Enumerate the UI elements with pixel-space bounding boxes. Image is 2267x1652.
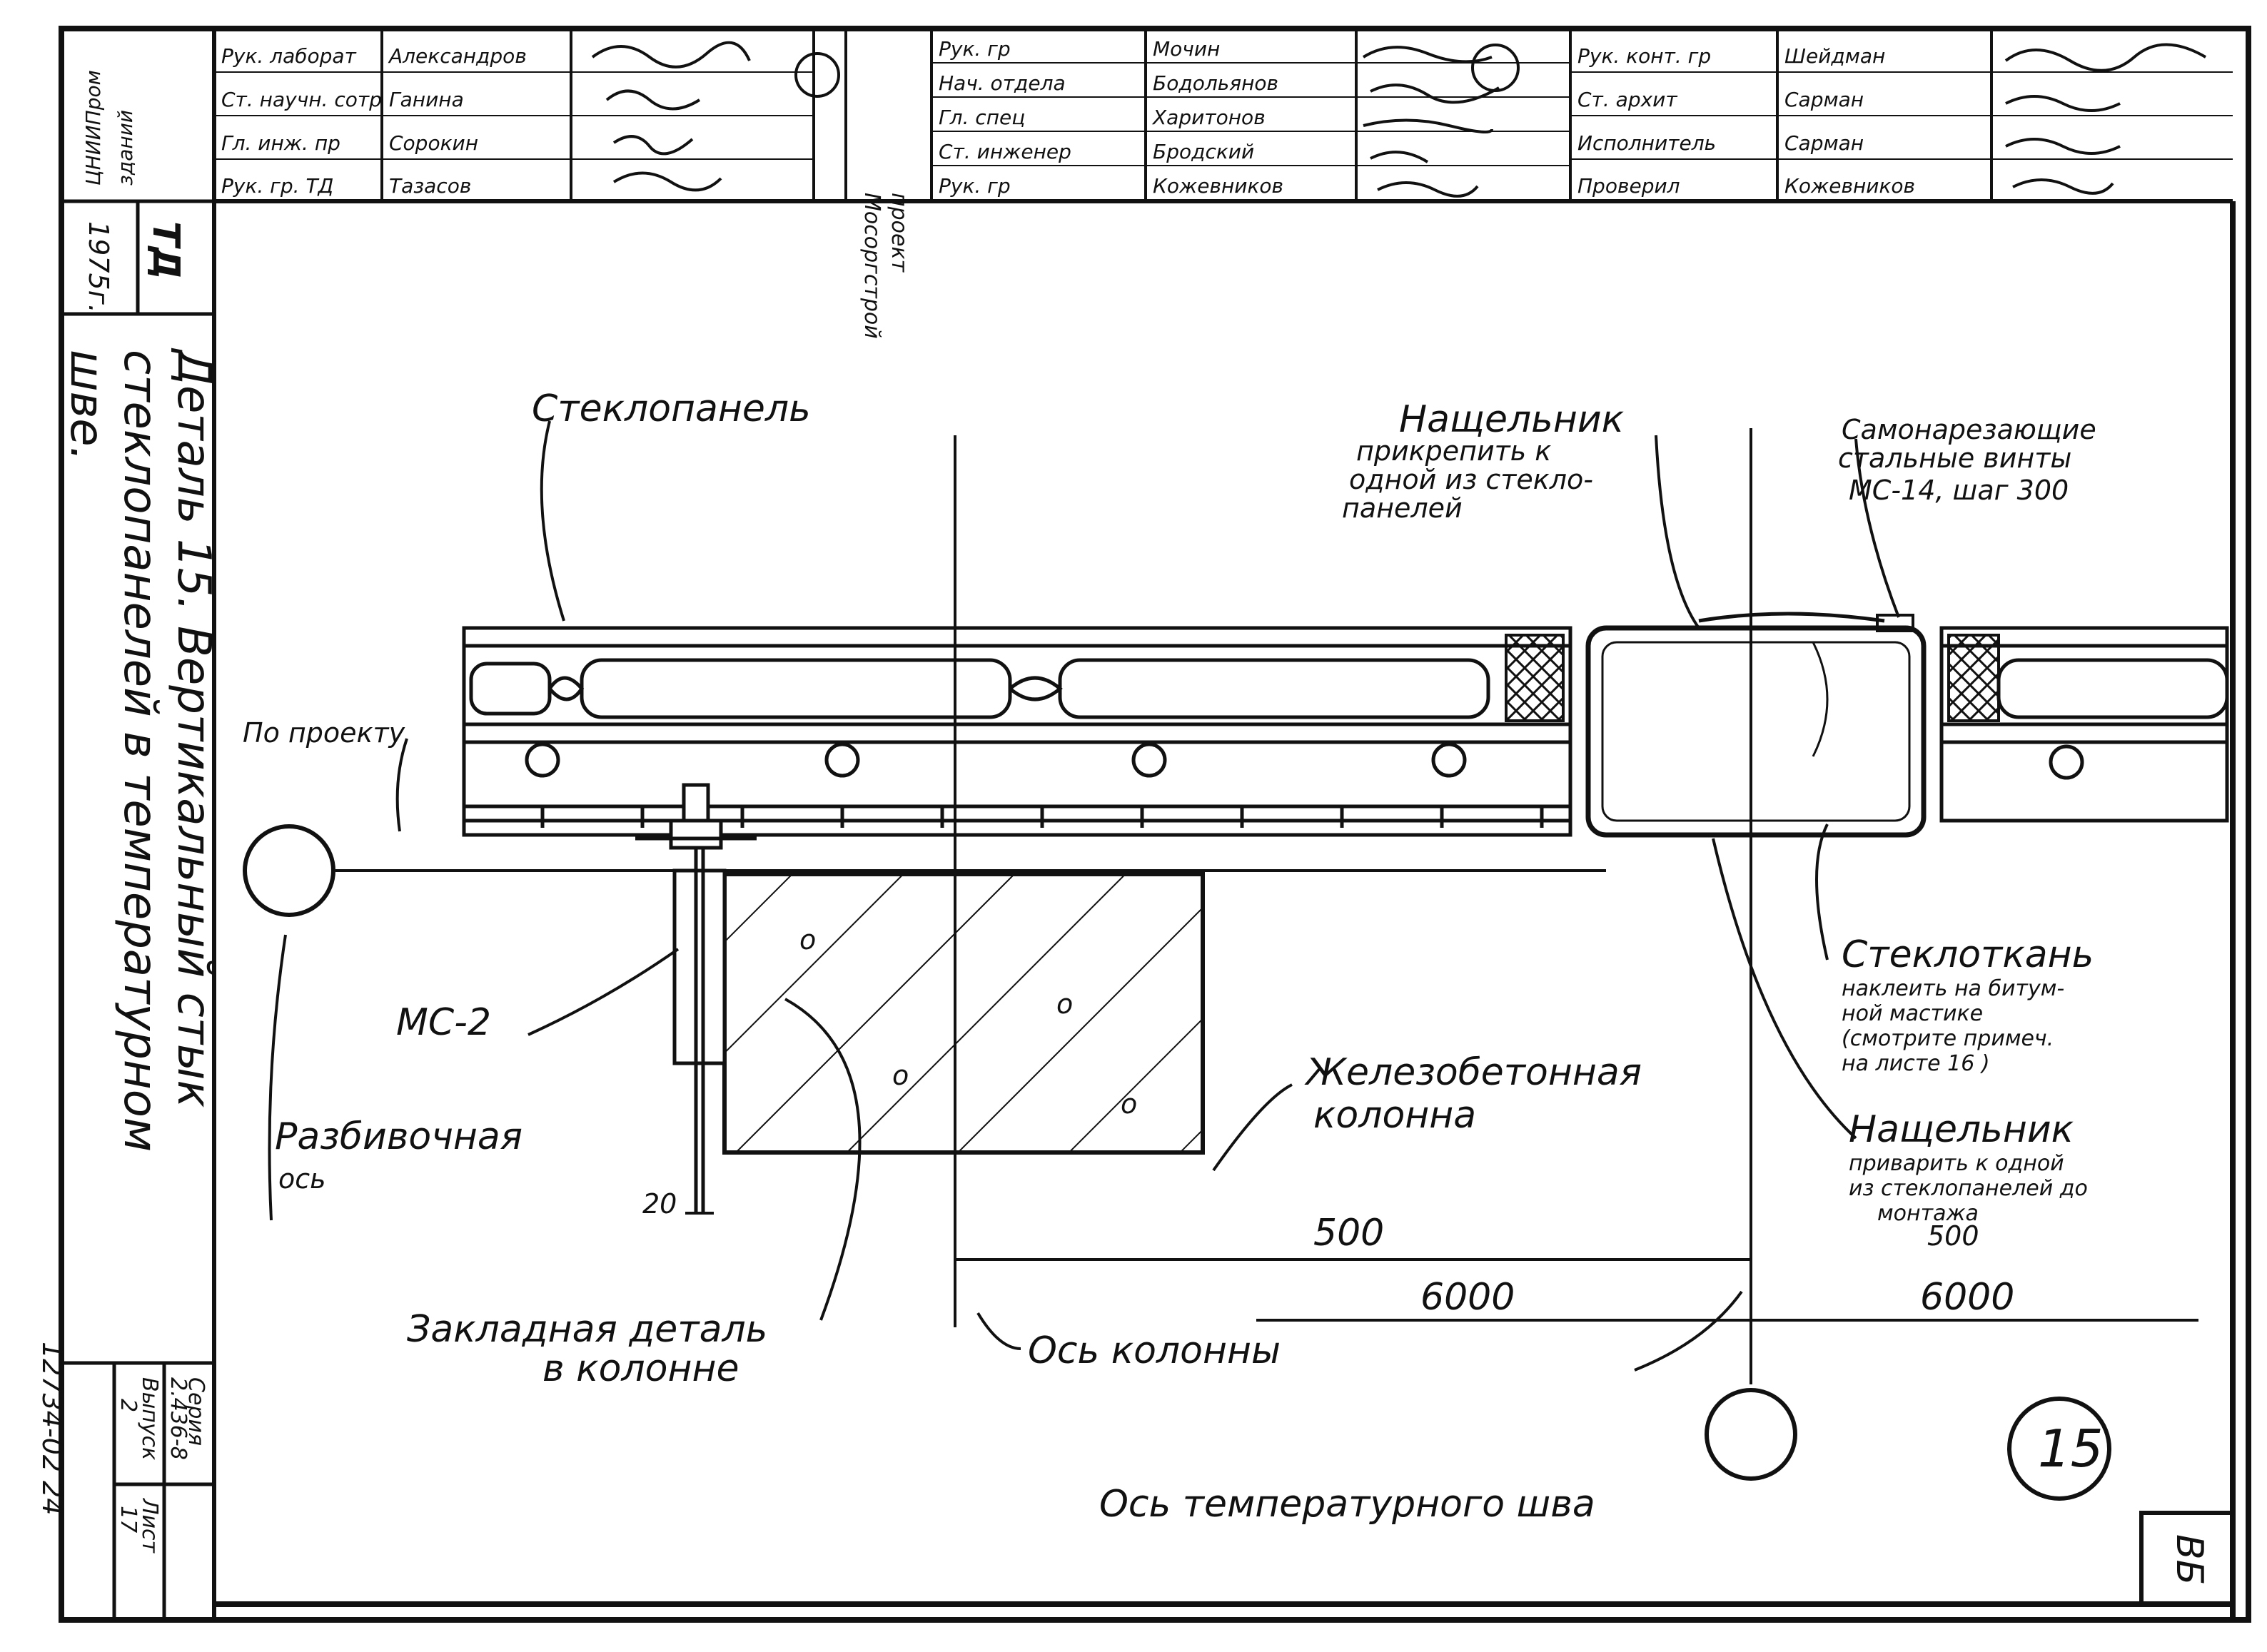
label-embedded-2: в колонне xyxy=(542,1347,739,1390)
tb-org-left-2: зданий xyxy=(113,110,137,186)
signatures xyxy=(591,41,2207,198)
tb-right-name-4: Кожевников xyxy=(1784,174,1915,198)
detail-number: 15 xyxy=(2007,1397,2111,1501)
label-batten-bottom-note-2: из стеклопанелей до xyxy=(1849,1176,2088,1201)
tb-mid-name-2: Бодольянов xyxy=(1153,71,1278,95)
side-series-label: Серия xyxy=(183,1377,208,1446)
label-column-axis: Ось колонны xyxy=(1028,1329,1281,1372)
tb-right-name-3: Сарман xyxy=(1784,131,1864,155)
sealant-blocks xyxy=(1505,634,2000,722)
detail-number-text: 15 xyxy=(2038,1419,2104,1479)
label-batten-top-note-2: одной из стекло- xyxy=(1349,464,1593,495)
label-ms2: МС-2 xyxy=(396,1001,491,1044)
tb-org-left-1: ЦНИИПром xyxy=(81,70,105,186)
tb-mid-name-5: Кожевников xyxy=(1153,174,1283,198)
label-temp-joint-axis: Ось температурного шва xyxy=(1099,1483,1595,1526)
dim-500-b: 500 xyxy=(1927,1220,1979,1252)
tb-left-name-3: Сорокин xyxy=(389,131,478,155)
label-embedded-1: Закладная деталь xyxy=(407,1308,767,1351)
aggregate-mark: о xyxy=(1056,988,1073,1020)
tb-left-role-3: Гл. инж. пр xyxy=(221,131,340,155)
batten-profile xyxy=(1585,612,1927,838)
tb-right-name-2: Сарман xyxy=(1784,88,1864,111)
side-title-line-2: стеклопанелей в температурном xyxy=(113,350,166,1152)
tb-mid-name-4: Бродский xyxy=(1153,140,1254,163)
label-fiberglass-note-1: наклеить на битум- xyxy=(1842,976,2064,1001)
side-year: 1975г. xyxy=(83,221,114,313)
side-title-line-1: Деталь 15. Вертикальный стык xyxy=(167,348,220,1108)
tb-org-mid-1: Мосоргстрой xyxy=(859,193,884,339)
side-block xyxy=(61,199,214,1622)
side-td: ТД xyxy=(144,221,187,280)
tb-org-mid-2: проект xyxy=(887,193,912,273)
label-fiberglass: Стеклоткань xyxy=(1842,933,2094,976)
title-block-text: Рук. лаборат Ст. научн. сотр Гл. инж. пр… xyxy=(81,37,1915,339)
side-block-text: 1975г. ТД Деталь 15. Вертикальный стык с… xyxy=(36,221,220,1554)
label-batten-bottom: Нащельник xyxy=(1849,1108,2074,1151)
corner-stamp: ВБ xyxy=(2139,1511,2235,1606)
side-sheet-label: Лист xyxy=(137,1498,162,1554)
label-column-2: колонна xyxy=(1313,1094,1476,1137)
label-glass-panel: Стеклопанель xyxy=(532,387,811,430)
label-batten-top: Нащельник xyxy=(1399,398,1625,441)
tb-mid-role-1: Рук. гр xyxy=(939,37,1011,61)
tb-left-role-2: Ст. научн. сотр xyxy=(221,88,382,111)
tb-left-role-4: Рук. гр. ТД xyxy=(221,174,333,198)
label-layout-axis-2: ось xyxy=(278,1163,326,1195)
tb-right-role-1: Рук. конт. гр xyxy=(1577,44,1711,68)
side-issue: 2 xyxy=(116,1399,141,1412)
tb-mid-role-4: Ст. инженер xyxy=(939,140,1071,163)
label-fiberglass-note-3: (смотрите примеч. xyxy=(1842,1026,2054,1051)
aggregate-mark: о xyxy=(1121,1088,1137,1120)
dimension-lines xyxy=(685,1212,2198,1322)
label-batten-top-note-1: прикрепить к xyxy=(1356,435,1551,467)
label-fiberglass-note-4: на листе 16 ) xyxy=(1842,1051,1990,1076)
glass-panel-section xyxy=(462,626,2229,837)
side-series: 2.436-8 xyxy=(166,1377,191,1460)
embedded-detail xyxy=(635,783,757,1213)
tb-right-role-4: Проверил xyxy=(1577,174,1680,198)
dim-20: 20 xyxy=(642,1188,677,1220)
side-sheet: 17 xyxy=(116,1506,141,1533)
tb-left-name-2: Ганина xyxy=(389,88,464,111)
tb-right-role-3: Исполнитель xyxy=(1577,131,1716,155)
label-screws-3: МС-14, шаг 300 xyxy=(1849,475,2069,506)
label-batten-bottom-note-3: монтажа xyxy=(1877,1201,1979,1226)
title-block-grid xyxy=(214,27,2233,201)
tb-right-name-1: Шейдман xyxy=(1784,44,1885,68)
axis-bubbles xyxy=(243,824,1797,1481)
tb-left-name-1: Александров xyxy=(388,44,527,68)
side-title-line-3: шве. xyxy=(60,350,113,461)
tb-mid-role-5: Рук. гр xyxy=(939,174,1011,198)
label-screws-2: стальные винты xyxy=(1838,442,2071,474)
label-by-project: По проекту xyxy=(243,717,405,749)
label-column-1: Железобетонная xyxy=(1304,1051,1642,1094)
dim-500-a: 500 xyxy=(1313,1212,1384,1255)
tb-left-name-4: Тазасов xyxy=(389,174,471,198)
aggregate-mark: о xyxy=(799,924,816,956)
label-screws-1: Самонарезающие xyxy=(1842,414,2096,445)
concrete-column: о о о о xyxy=(722,872,1205,1155)
corner-stamp-text: ВБ xyxy=(2168,1534,2211,1585)
drawing-labels: Стеклопанель Нащельник прикрепить к одно… xyxy=(243,387,2096,1526)
tb-mid-role-2: Нач. отдела xyxy=(939,71,1066,95)
label-batten-top-note-3: панелей xyxy=(1342,492,1463,524)
dim-6000-a: 6000 xyxy=(1420,1276,1515,1319)
tb-mid-role-3: Гл. спец xyxy=(939,106,1025,129)
label-batten-bottom-note-1: приварить к одной xyxy=(1849,1151,2064,1176)
side-code: 12734-02 24 xyxy=(36,1342,68,1515)
dim-6000-b: 6000 xyxy=(1920,1276,2014,1319)
tb-left-role-1: Рук. лаборат xyxy=(221,44,357,68)
label-fiberglass-note-2: ной мастике xyxy=(1842,1001,1983,1026)
aggregate-mark: о xyxy=(892,1060,909,1091)
tb-mid-name-1: Мочин xyxy=(1153,37,1220,61)
label-layout-axis-1: Разбивочная xyxy=(275,1115,522,1158)
leader-lines xyxy=(268,420,1900,1372)
tb-mid-name-3: Харитонов xyxy=(1151,106,1266,129)
side-issue-label: Выпуск xyxy=(137,1377,162,1460)
tb-right-role-2: Ст. архит xyxy=(1577,88,1677,111)
